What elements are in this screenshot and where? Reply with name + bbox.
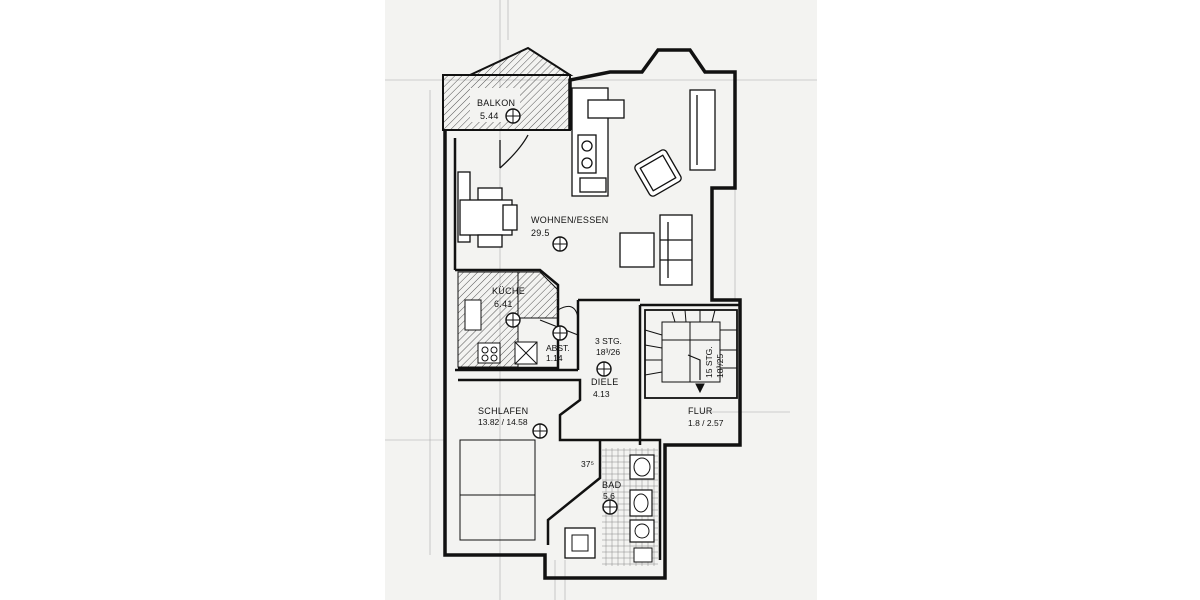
room-marker-wohnen — [552, 236, 568, 252]
staircase — [644, 309, 738, 399]
label-bad: BAD — [602, 480, 622, 490]
room-marker-bad — [602, 499, 618, 515]
label-schlafen: SCHLAFEN — [478, 406, 528, 416]
label-diele: DIELE — [591, 377, 619, 387]
balcony — [442, 46, 574, 131]
dimension-bad: 37⁵ — [581, 459, 594, 469]
dining-table — [457, 134, 529, 248]
area-flur: 1.8 / 2.57 — [688, 418, 724, 428]
label-flur: FLUR — [688, 406, 713, 416]
area-abst: 1.14 — [546, 353, 563, 363]
room-marker-kueche — [505, 312, 521, 328]
label-wohnen: WOHNEN/ESSEN — [531, 215, 609, 225]
room-marker-balkon — [505, 108, 521, 124]
living-furniture — [619, 89, 716, 286]
room-labels: BALKON 5.44 WOHNEN/ESSEN 29.5 KÜCHE 6.41… — [477, 98, 725, 501]
label-balkon: BALKON — [477, 98, 515, 108]
room-marker-abst — [552, 325, 568, 341]
label-kueche: KÜCHE — [492, 286, 525, 296]
area-schlafen: 13.82 / 14.58 — [478, 417, 528, 427]
label-treppe-ratio: 18³/25 — [715, 354, 725, 378]
interior-walls — [443, 138, 740, 560]
label-abst: ABST. — [546, 343, 570, 353]
room-marker-schlafen — [532, 423, 548, 439]
area-balkon: 5.44 — [480, 111, 499, 121]
exterior-walls — [443, 48, 742, 580]
kitchen-cabinets — [457, 271, 559, 368]
kitchenette-unit — [571, 87, 625, 197]
label-treppe-steps: 15 STG. — [704, 346, 714, 378]
area-bad: 5.6 — [603, 491, 615, 501]
area-diele: 4.13 — [593, 389, 610, 399]
label-diele-ratio: 18³/26 — [596, 347, 620, 357]
label-diele-stairs: 3 STG. — [595, 336, 622, 346]
area-kueche: 6.41 — [494, 299, 513, 309]
bedroom-closet — [459, 439, 536, 541]
room-marker-diele — [596, 361, 612, 377]
area-wohnen: 29.5 — [531, 228, 550, 238]
